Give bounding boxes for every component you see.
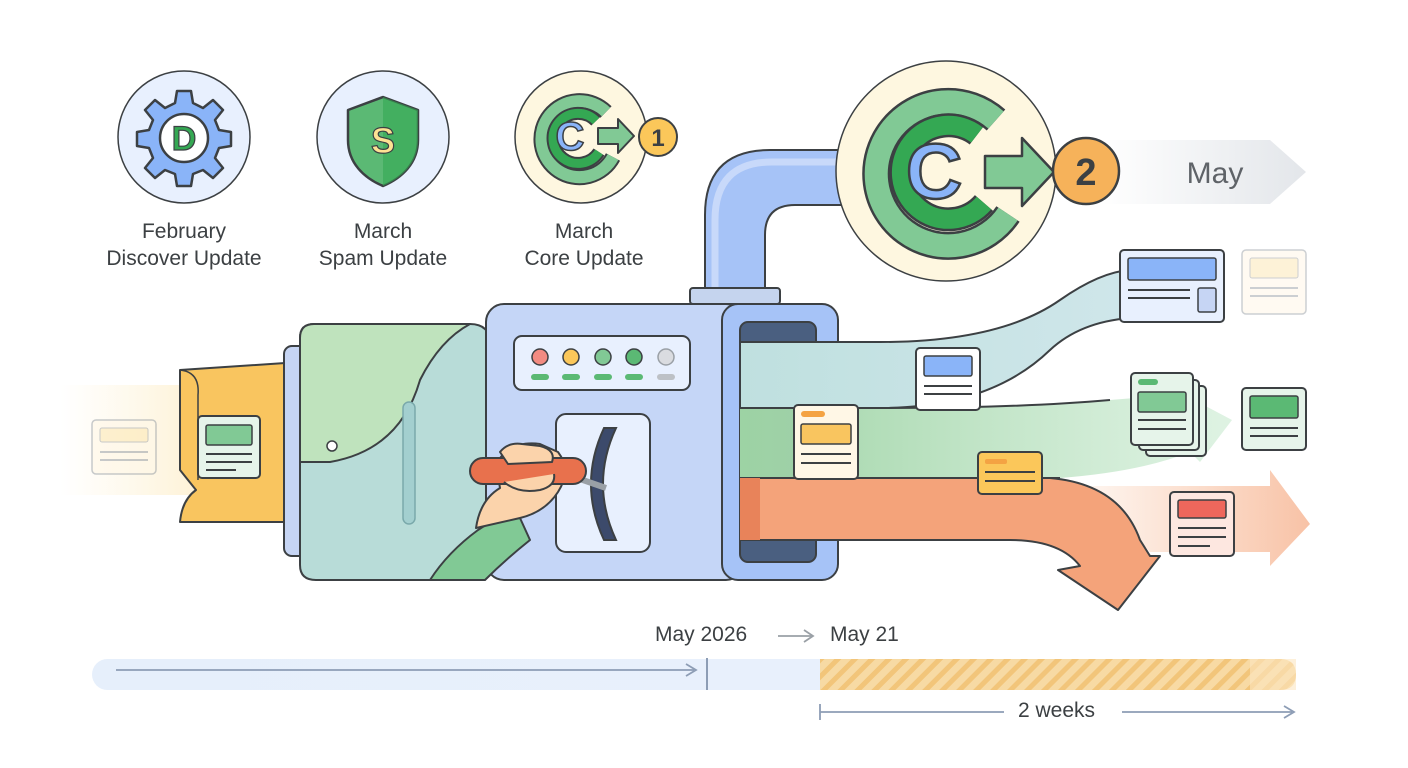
core-letter-small: C bbox=[556, 115, 585, 159]
gear-icon: D bbox=[117, 70, 251, 204]
output-stream-orange bbox=[739, 477, 1161, 611]
document-card bbox=[1169, 491, 1235, 557]
document-card bbox=[915, 347, 981, 411]
pipe bbox=[689, 149, 861, 305]
document-card bbox=[1241, 387, 1307, 451]
timeline-end-label: May 21 bbox=[830, 623, 899, 646]
core-letter-large: C bbox=[906, 127, 962, 215]
may-banner: May bbox=[1100, 140, 1306, 204]
document-card bbox=[197, 415, 261, 479]
core-update-icon: C 2 bbox=[835, 60, 1121, 282]
document-card bbox=[1241, 249, 1307, 315]
timeline-highlight bbox=[820, 659, 1296, 690]
document-stack bbox=[1130, 372, 1207, 457]
core-update-icon-small: C 1 bbox=[514, 70, 678, 204]
shield-letter: S bbox=[371, 120, 395, 161]
badge-2: 2 bbox=[1075, 152, 1096, 194]
label-february-discover-update: February Discover Update bbox=[106, 220, 262, 270]
timeline-start-label: May 2026 bbox=[655, 623, 748, 646]
output-stream-green bbox=[740, 390, 1232, 478]
shield-icon: S bbox=[316, 70, 450, 204]
document-card bbox=[91, 419, 157, 475]
document-card bbox=[793, 404, 859, 480]
may-label: May bbox=[1187, 157, 1244, 190]
timeline-duration-label: 2 weeks bbox=[1018, 699, 1096, 722]
document-card bbox=[977, 451, 1043, 495]
document-card bbox=[1119, 249, 1225, 323]
gear-letter: D bbox=[172, 120, 197, 158]
label-march-core-update: March Core Update bbox=[524, 220, 644, 270]
hand-pulling-lever bbox=[429, 442, 607, 581]
timeline bbox=[92, 629, 1296, 720]
label-march-spam-update: March Spam Update bbox=[318, 220, 448, 270]
badge-1: 1 bbox=[651, 125, 664, 152]
